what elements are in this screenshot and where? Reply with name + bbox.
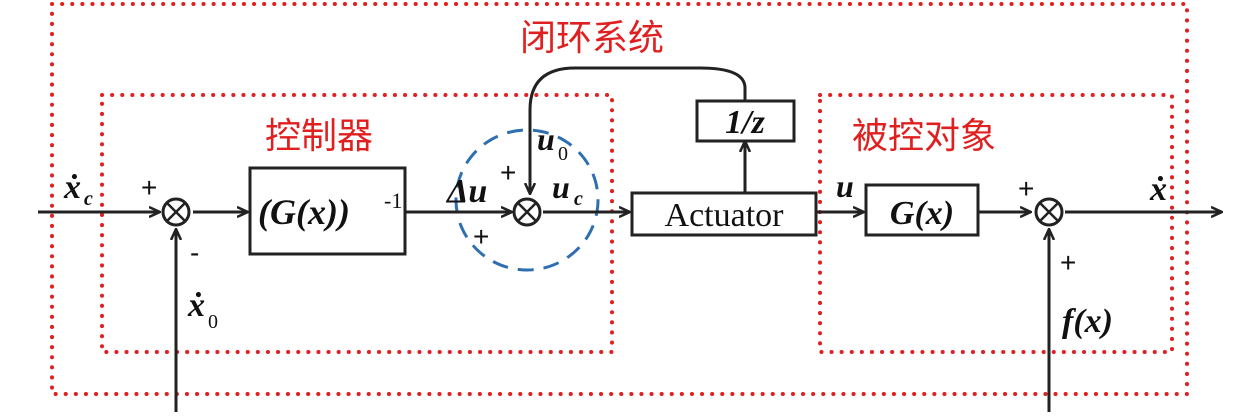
inverse-g-block: (G(x)) -1: [248, 166, 407, 256]
xdot-output-label: ẋ: [1149, 171, 1167, 208]
sum-junction-3: [1034, 197, 1064, 227]
plant-title: 被控对象: [852, 116, 996, 157]
uc-subscript: c: [574, 188, 583, 210]
xc-label: ẋ: [63, 169, 81, 206]
sum-junction-2: [512, 197, 542, 227]
controller-region: [100, 93, 614, 354]
sum3-plus-sign-bottom: +: [1060, 247, 1076, 278]
inverse-g-exponent: -1: [384, 188, 402, 213]
delta-u-label: Δu: [445, 173, 487, 210]
plant-region: [818, 93, 1174, 354]
uc-label: u: [552, 169, 570, 205]
x0-subscript: 0: [208, 311, 218, 333]
delay-feedback-u0-wire: [530, 66, 747, 194]
delay-block: 1/z: [695, 99, 796, 143]
u-label: u: [836, 168, 854, 204]
closed-loop-region: [50, 2, 1189, 396]
sum2-plus-sign-bottom: +: [473, 221, 489, 252]
g-block: G(x): [864, 183, 980, 237]
sum2-plus-sign-top: +: [500, 157, 516, 188]
highlight-circle: [454, 128, 600, 272]
x0-label: ẋ: [187, 287, 205, 324]
g-label: G(x): [890, 195, 954, 232]
sum1-plus-sign: +: [141, 172, 157, 203]
actuator-label: Actuator: [665, 197, 785, 234]
u0-subscript: 0: [558, 143, 568, 165]
delay-label: 1/z: [725, 104, 765, 141]
sum-junction-1: [161, 197, 191, 227]
u0-label: u: [537, 121, 555, 157]
controller-title: 控制器: [265, 116, 373, 157]
inverse-g-label: (G(x)): [258, 192, 350, 232]
actuator-block: Actuator: [630, 191, 818, 237]
closed-loop-title: 闭环系统: [520, 18, 664, 59]
sum3-plus-sign-top: +: [1018, 173, 1034, 204]
xc-subscript: c: [84, 188, 93, 210]
sum1-minus-sign: -: [190, 237, 199, 268]
fx-label: f(x): [1062, 303, 1113, 340]
